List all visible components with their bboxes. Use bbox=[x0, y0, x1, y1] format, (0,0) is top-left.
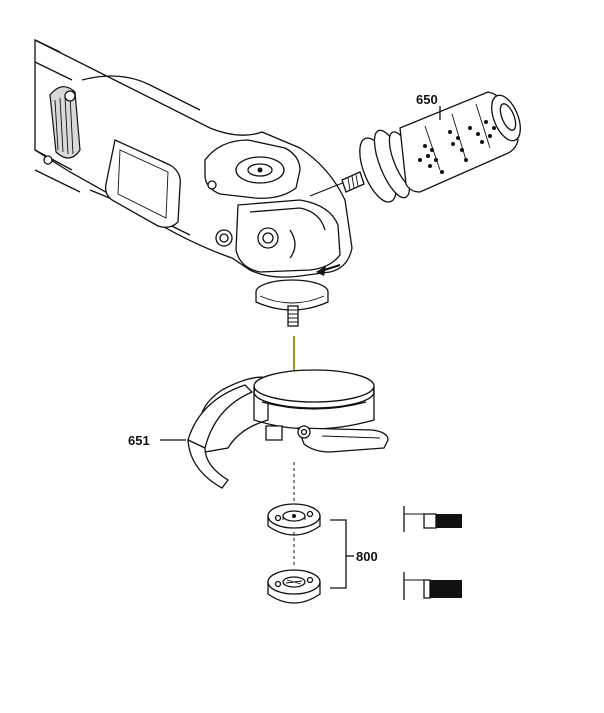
angle-grinder-body bbox=[34, 38, 353, 327]
handle-axis-line bbox=[309, 181, 346, 197]
label-guard: 651 bbox=[128, 433, 150, 448]
wheel-guard bbox=[187, 369, 389, 489]
auxiliary-handle bbox=[341, 91, 521, 203]
label-flange-nut: 800 bbox=[356, 549, 378, 564]
flange-profile-upper bbox=[403, 506, 462, 532]
flange-profile-lower bbox=[403, 572, 462, 600]
clamping-nut bbox=[267, 569, 321, 604]
label-handle: 650 bbox=[416, 92, 438, 107]
mounting-flange bbox=[267, 503, 321, 536]
flange-bracket bbox=[330, 519, 347, 589]
